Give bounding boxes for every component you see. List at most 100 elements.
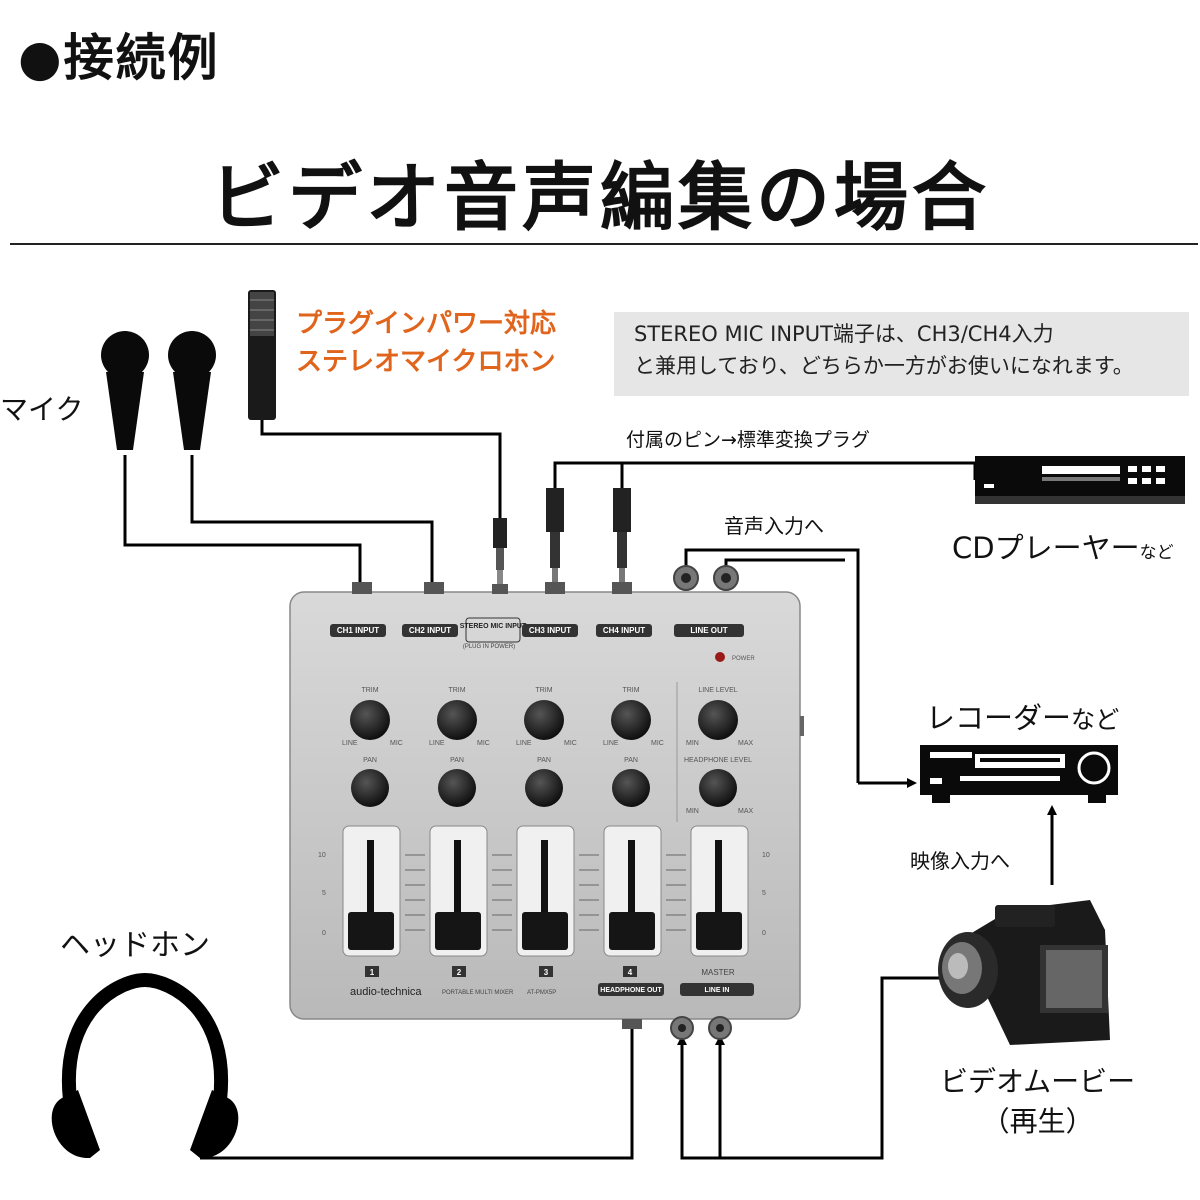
headphone-level-label: HEADPHONE LEVEL	[684, 757, 752, 764]
mic-label-1: MIC	[390, 740, 403, 747]
stereo-microphone-icon	[248, 290, 276, 420]
faders: 10 5 0 10 5 0	[318, 825, 770, 957]
trim-knob-3	[524, 700, 564, 740]
ch4-input-label: CH4 INPUT	[603, 626, 645, 635]
stereo-mic-caption-line2: ステレオマイクロホン	[296, 347, 556, 377]
trim-label-3: TRIM	[535, 687, 552, 694]
recorder-name: レコーダー	[926, 701, 1072, 735]
min-label-1: MIN	[686, 740, 699, 747]
scale-10-right: 10	[762, 852, 770, 859]
pin-plug-caption: 付属のピン→標準変換プラグ	[626, 429, 870, 451]
mixer-device: CH1 INPUT CH2 INPUT STEREO MIC INPUT (PL…	[289, 565, 804, 1040]
pan-label-3: PAN	[537, 757, 551, 764]
line-level-label: LINE LEVEL	[698, 687, 737, 694]
headphones-icon	[51, 972, 239, 1159]
bottom-jacks	[622, 1016, 732, 1040]
line-label-4: LINE	[603, 740, 619, 747]
video-in-caption: 映像入力へ	[910, 849, 1010, 873]
recorder-suffix: など	[1071, 706, 1120, 734]
line-level-knob	[698, 700, 738, 740]
stereo-mic-cable	[260, 420, 502, 520]
cd-player-name: CDプレーヤー	[952, 531, 1140, 565]
scale-5-left: 5	[322, 890, 326, 897]
plugs	[493, 488, 631, 586]
pan-label-2: PAN	[450, 757, 464, 764]
linein-cable-l	[677, 976, 940, 1160]
power-label: POWER	[732, 656, 755, 662]
lineout-cable-r	[724, 558, 845, 570]
max-label-2: MAX	[738, 808, 754, 815]
audio-in-caption: 音声入力へ	[724, 514, 824, 538]
mic1-cable	[123, 455, 362, 590]
bottom-labels: 1 2 3 4 MASTER audio-technica PORTABLE M…	[350, 966, 754, 998]
note-line1: STEREO MIC INPUT端子は、CH3/CH4入力	[634, 322, 1054, 346]
pan-label-1: PAN	[363, 757, 377, 764]
trim-knob-1	[350, 700, 390, 740]
mic-label-4: MIC	[651, 740, 664, 747]
ch3-input-label: CH3 INPUT	[529, 626, 571, 635]
brand-label: audio-technica	[350, 986, 422, 998]
cd-cable	[553, 461, 977, 490]
pan-label-4: PAN	[624, 757, 638, 764]
cd-player-caption: CDプレーヤーなど	[952, 525, 1174, 567]
note-box	[614, 312, 1189, 396]
trim-knob-4	[611, 700, 651, 740]
trim-knob-2	[437, 700, 477, 740]
microphone-icon-2	[168, 331, 216, 450]
ch1-input-label: CH1 INPUT	[337, 626, 379, 635]
knobs: TRIM LINE MIC PAN TRIM LINE MIC PAN TRIM…	[342, 682, 754, 822]
recorder-icon	[920, 745, 1118, 803]
channel-number-1: 1	[370, 968, 375, 977]
headphone-cable	[200, 1025, 634, 1160]
camcorder-caption-line2: （再生）	[981, 1105, 1094, 1138]
model-desc-label: PORTABLE MULTI MIXER	[442, 990, 514, 996]
line-in-label: LINE IN	[705, 987, 730, 994]
title-divider	[10, 243, 1198, 245]
lineout-cable-l	[684, 548, 860, 783]
line-label-2: LINE	[429, 740, 445, 747]
headphone-level-knob	[699, 769, 737, 807]
input-labels: CH1 INPUT CH2 INPUT STEREO MIC INPUT (PL…	[330, 617, 755, 662]
line-label-3: LINE	[516, 740, 532, 747]
trim-label-4: TRIM	[622, 687, 639, 694]
microphone-icon-1	[101, 331, 149, 450]
scale-5-right: 5	[762, 890, 766, 897]
camcorder-caption-line1: ビデオムービー	[940, 1065, 1136, 1098]
pan-knob-3	[525, 769, 563, 807]
ch4-plug	[613, 488, 631, 586]
trim-label-2: TRIM	[448, 687, 465, 694]
line-label-1: LINE	[342, 740, 358, 747]
note-text: STEREO MIC INPUT端子は、CH3/CH4入力 と兼用しており、どち…	[634, 318, 1184, 382]
top-jacks	[352, 565, 739, 594]
scale-0-left: 0	[322, 930, 326, 937]
trim-label-1: TRIM	[361, 687, 378, 694]
scale-0-right: 0	[762, 930, 766, 937]
channel-number-3: 3	[544, 968, 549, 977]
scale-10-left: 10	[318, 852, 326, 859]
camcorder-icon	[938, 900, 1110, 1045]
mic-label-3: MIC	[564, 740, 577, 747]
ch3-plug	[546, 488, 564, 586]
pan-knob-2	[438, 769, 476, 807]
ch2-input-label: CH2 INPUT	[409, 626, 451, 635]
pan-knob-4	[612, 769, 650, 807]
mic2-cable	[190, 455, 434, 590]
recorder-caption: レコーダーなど	[926, 695, 1119, 737]
channel-number-2: 2	[457, 968, 462, 977]
mic-caption: マイク	[0, 393, 84, 426]
cd-player-suffix: など	[1139, 543, 1174, 563]
master-label: MASTER	[701, 968, 735, 977]
page-title: ビデオ音声編集の場合	[210, 155, 990, 241]
stereo-mic-caption: プラグインパワー対応 ステレオマイクロホン	[296, 305, 556, 381]
stereo-mic-caption-line1: プラグインパワー対応	[296, 309, 557, 339]
stereo-mic-input-label: STEREO MIC INPUT	[460, 623, 527, 630]
note-line2: と兼用しており、どちらか一方がお使いになれます。	[634, 354, 1134, 378]
min-label-2: MIN	[686, 808, 699, 815]
line-out-label: LINE OUT	[690, 626, 727, 635]
camcorder-caption: ビデオムービー （再生）	[940, 1062, 1135, 1142]
plug-in-power-label: (PLUG IN POWER)	[463, 644, 515, 650]
pan-knob-1	[351, 769, 389, 807]
cd-player-icon	[975, 456, 1185, 504]
mic-label-2: MIC	[477, 740, 490, 747]
